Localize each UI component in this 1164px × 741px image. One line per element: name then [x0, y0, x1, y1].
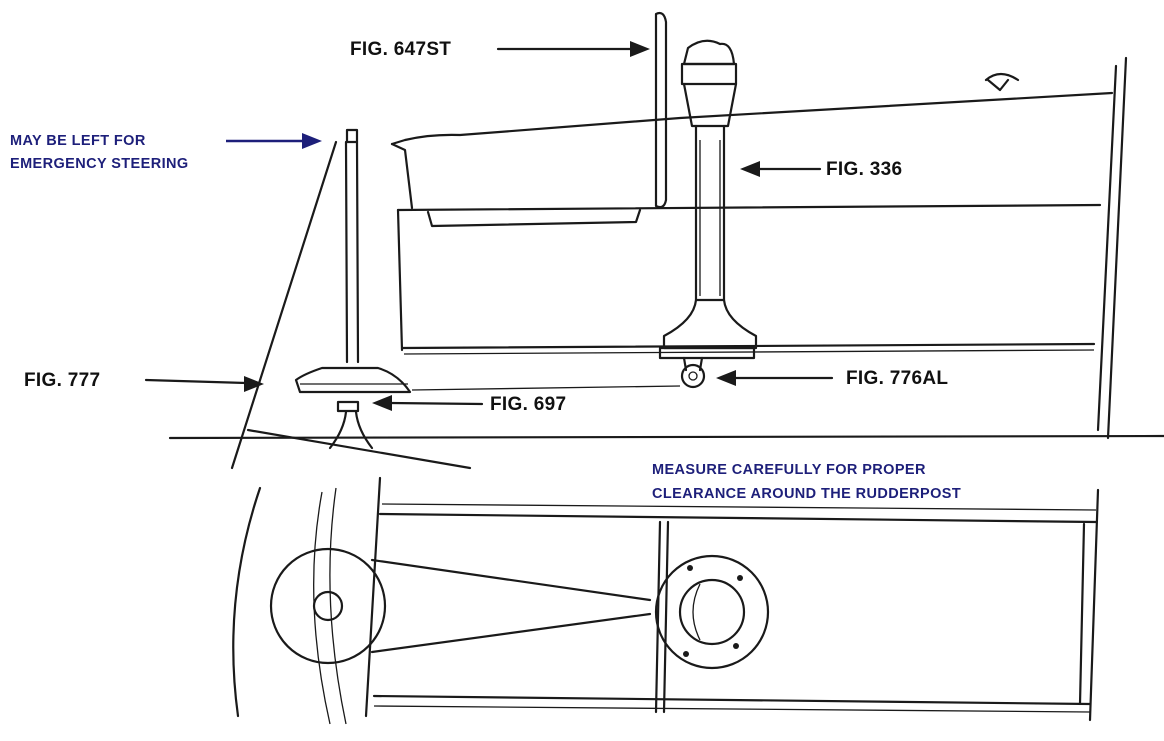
quadrant-arm-bottom: [370, 612, 652, 654]
hull-curve-outer: [232, 486, 262, 718]
deck-cleat: [984, 72, 1020, 92]
arrow-777-head: [244, 376, 264, 392]
side-elevation-view: [168, 11, 1164, 470]
bearing-stem: [328, 410, 374, 450]
quadrant-arm-top: [370, 558, 652, 602]
cockpit-floor-inner: [403, 349, 1095, 355]
label-fig-647st: FIG. 647ST: [350, 39, 452, 60]
stem-post-inner: [1096, 64, 1118, 432]
sheer-line: [390, 91, 1114, 146]
pedestal-base: [662, 298, 758, 350]
cable-line: [411, 385, 681, 391]
keel-line: [246, 428, 472, 470]
idler-sheave-hub: [688, 371, 698, 381]
pedestal-plan-inner: [678, 578, 746, 646]
arrow-336-head: [740, 161, 760, 177]
stem-post-outer: [1106, 56, 1128, 440]
pedestal-column-detail: [699, 140, 721, 296]
label-fig-776al: FIG. 776AL: [846, 368, 949, 389]
cockpit-plan-bottom: [372, 694, 1092, 706]
steering-wheel-647st: [654, 11, 668, 209]
label-fig-697: FIG. 697: [490, 394, 567, 415]
seat-tray: [426, 208, 642, 228]
bolt-hole-4: [683, 651, 689, 657]
arrow-777: [144, 378, 248, 385]
deck-plate-plan: [269, 547, 387, 665]
bearing-697: [336, 400, 360, 413]
bolt-hole-2: [737, 575, 743, 581]
pedestal-column: [694, 124, 726, 302]
divider-plan: [654, 520, 670, 714]
rudderpost-right: [355, 140, 360, 364]
hull-curve-inner-a: [313, 491, 331, 725]
label-fig-777: FIG. 777: [24, 370, 101, 391]
cockpit-plan-top-inner: [381, 503, 1097, 511]
pedestal-plan-ring: [692, 583, 701, 641]
cockpit-back-wall: [396, 208, 404, 352]
leader-arrows: [144, 41, 834, 411]
bolt-hole-1: [687, 565, 693, 571]
pedestal-compass-head: [682, 39, 736, 66]
deck-plate-777: [294, 366, 412, 394]
pedestal-compass-body: [680, 62, 738, 86]
label-emergency-line1: MAY BE LEFT FOR: [10, 133, 146, 149]
cockpit-plan-top: [378, 512, 1098, 524]
rudderpost-left: [344, 140, 349, 364]
label-emergency-line2: EMERGENCY STEERING: [10, 156, 189, 172]
cockpit-top-line: [396, 203, 1102, 212]
cockpit-floor: [400, 342, 1096, 350]
bolt-hole-3: [733, 643, 739, 649]
arrow-697: [388, 401, 484, 406]
arrow-647st-head: [630, 41, 650, 57]
hull-curve-inner-b: [329, 487, 347, 725]
label-fig-336: FIG. 336: [826, 159, 903, 180]
plan-view: [232, 476, 1100, 725]
pedestal-neck: [682, 82, 738, 128]
idler-sheave-776al: [680, 363, 706, 389]
aft-coaming: [390, 142, 414, 210]
bow-plan-line: [1078, 488, 1100, 722]
arrow-emergency-head: [302, 133, 322, 149]
pedestal-base-plate: [658, 346, 756, 360]
transom-plan-line: [364, 476, 382, 718]
label-measure-line2: CLEARANCE AROUND THE RUDDERPOST: [652, 486, 962, 502]
rudderpost-plan: [312, 590, 344, 622]
arrow-697-head: [372, 395, 392, 411]
water-line: [168, 434, 1164, 440]
label-measure-line1: MEASURE CAREFULLY FOR PROPER: [652, 462, 926, 478]
transom-outline: [230, 140, 338, 470]
rudderpost-cap: [345, 128, 359, 144]
pedestal-plan-outer: [654, 554, 770, 670]
cockpit-plan-bottom-inner: [373, 705, 1091, 713]
idler-bracket: [682, 356, 704, 372]
arrow-776al-head: [716, 370, 736, 386]
